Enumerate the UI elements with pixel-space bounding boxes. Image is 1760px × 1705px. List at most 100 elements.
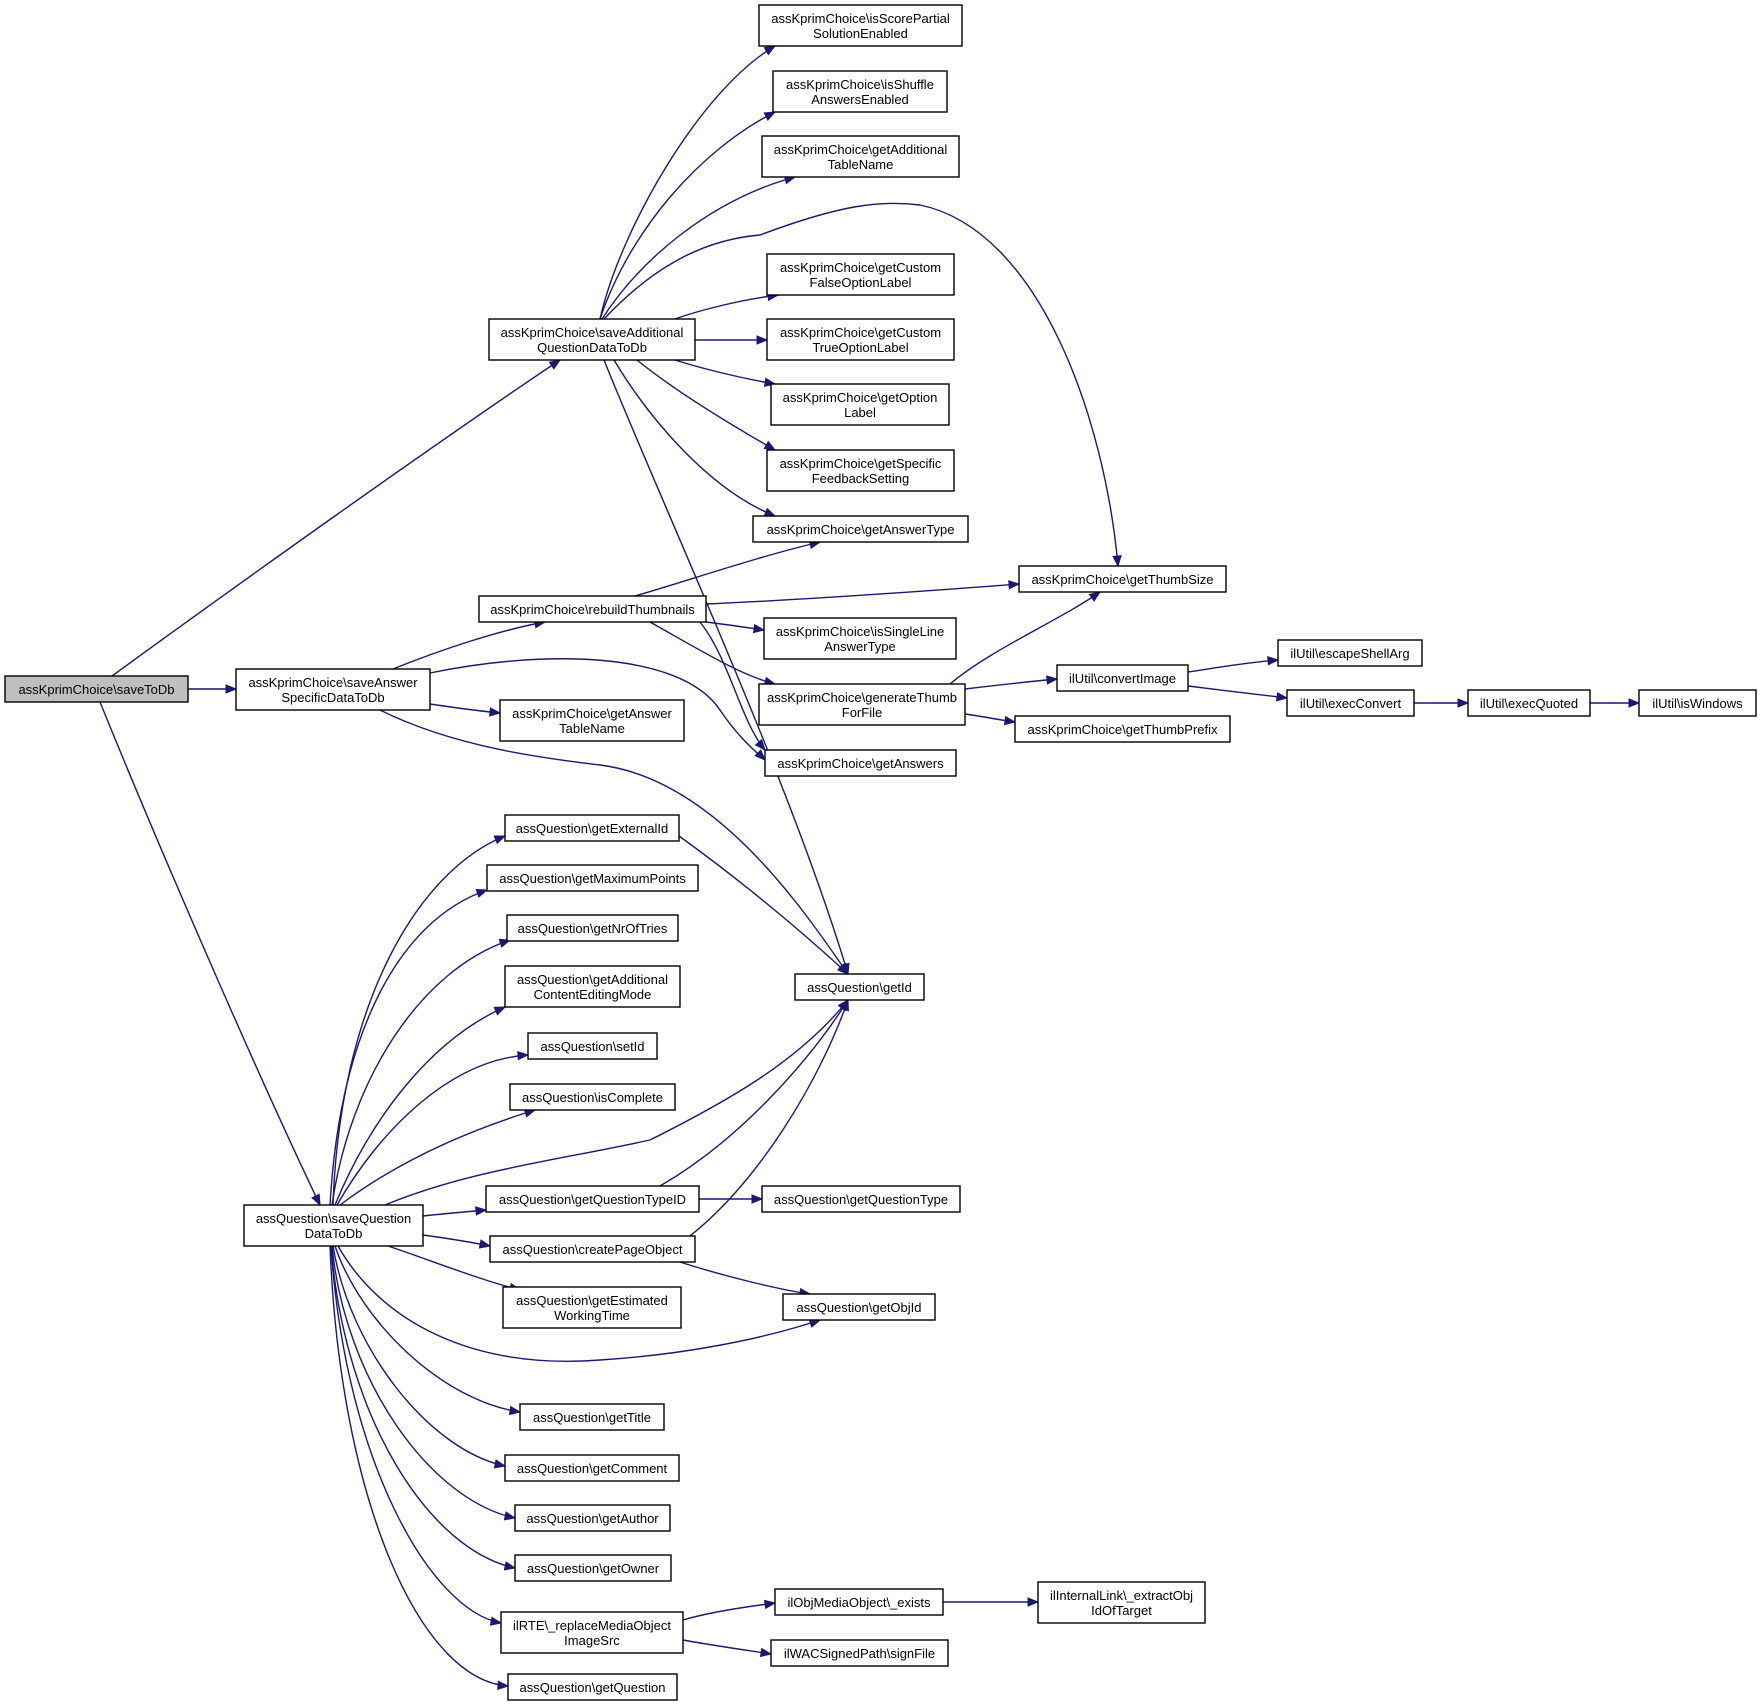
edge-line [337, 1245, 821, 1362]
node-escapeShellArg[interactable]: ilUtil\escapeShellArg [1277, 639, 1423, 667]
node-box [514, 1504, 671, 1532]
node-box [1286, 689, 1415, 717]
edge-saveQuestion-to-replaceMedia [330, 1245, 503, 1626]
node-box [478, 595, 707, 623]
node-isScorePartial[interactable]: assKprimChoice\isScorePartialSolutionEna… [758, 4, 963, 47]
node-getNrOfTries[interactable]: assQuestion\getNrOfTries [506, 914, 679, 942]
node-label: TableName [828, 157, 894, 172]
node-box [527, 1032, 658, 1060]
arrowhead [1003, 715, 1017, 726]
node-box [1467, 689, 1591, 717]
edge-saveAnswer-to-getAnswers [429, 658, 766, 761]
edge-saveAdditional-to-getThumbSize [603, 202, 1122, 568]
edge-line [949, 591, 1101, 685]
edge-root-to-saveAdditional [111, 359, 562, 677]
node-saveAdditional[interactable]: assKprimChoice\saveAdditionalQuestionDat… [488, 318, 696, 361]
node-getObjId[interactable]: assQuestion\getObjId [782, 1293, 936, 1321]
node-signFile[interactable]: ilWACSignedPath\signFile [770, 1639, 949, 1667]
node-rebuildThumbnails[interactable]: assKprimChoice\rebuildThumbnails [478, 595, 707, 623]
arrowhead [497, 1680, 510, 1691]
node-isWindows[interactable]: ilUtil\isWindows [1638, 689, 1757, 717]
node-execConvert[interactable]: ilUtil\execConvert [1286, 689, 1415, 717]
node-box [243, 1204, 424, 1247]
node-root[interactable]: assKprimChoice\saveToDb [4, 675, 189, 703]
node-getSpecificFeedback[interactable]: assKprimChoice\getSpecificFeedbackSettin… [766, 449, 955, 492]
node-createPageObject[interactable]: assQuestion\createPageObject [489, 1235, 696, 1263]
node-getOwner[interactable]: assQuestion\getOwner [514, 1554, 672, 1582]
node-label: assKprimChoice\getOption [783, 390, 938, 405]
node-getExternalId[interactable]: assQuestion\getExternalId [504, 814, 680, 842]
edge-line [331, 1245, 516, 1519]
node-setId[interactable]: assQuestion\setId [527, 1032, 658, 1060]
node-getThumbPrefix[interactable]: assKprimChoice\getThumbPrefix [1014, 715, 1231, 743]
node-convertImage[interactable]: ilUtil\convertImage [1056, 664, 1189, 692]
node-label: assKprimChoice\getSpecific [780, 456, 942, 471]
edge-line [429, 658, 766, 761]
node-label: SpecificDataToDb [281, 690, 384, 705]
node-box [488, 318, 696, 361]
arrowhead [1046, 675, 1059, 685]
arrowhead [503, 1561, 517, 1571]
node-label: assKprimChoice\getAnswer [512, 706, 672, 721]
node-execQuoted[interactable]: ilUtil\execQuoted [1467, 689, 1591, 717]
node-label: assKprimChoice\getCustom [780, 260, 941, 275]
node-label: IdOfTarget [1091, 1603, 1152, 1618]
node-label: AnswerType [824, 639, 896, 654]
arrowhead [1267, 656, 1280, 666]
node-label: assQuestion\createPageObject [503, 1242, 683, 1257]
node-label: QuestionDataToDb [537, 340, 647, 355]
node-getThumbSize[interactable]: assKprimChoice\getThumbSize [1018, 565, 1227, 593]
edge-saveQuestion-to-getTitle [334, 1245, 522, 1416]
edge-line [111, 359, 561, 677]
node-label: assKprimChoice\isScorePartial [771, 11, 950, 26]
edge-line [649, 621, 776, 685]
edge-saveQuestion-to-getAuthor [331, 1245, 517, 1521]
edge-getQuestionTypeID-to-getId [659, 998, 849, 1187]
node-getAnswers[interactable]: assKprimChoice\getAnswers [764, 749, 957, 777]
node-label: assKprimChoice\saveAdditional [501, 325, 684, 340]
edge-saveAdditional-to-getAnswerType [613, 359, 777, 517]
node-box [509, 1083, 676, 1111]
edge-saveQuestion-to-getQuestionTypeID [422, 1206, 488, 1217]
edge-line [330, 1245, 502, 1624]
node-label: ilUtil\isWindows [1652, 696, 1743, 711]
node-isComplete[interactable]: assQuestion\isComplete [509, 1083, 676, 1111]
node-mediaExists[interactable]: ilObjMediaObject\_exists [774, 1588, 944, 1616]
edge-line [334, 1006, 506, 1206]
node-getMaximumPoints[interactable]: assQuestion\getMaximumPoints [486, 864, 699, 892]
node-saveAnswer[interactable]: assKprimChoice\saveAnswerSpecificDataToD… [235, 668, 431, 711]
node-getQuestion[interactable]: assQuestion\getQuestion [507, 1673, 678, 1701]
edge-line [603, 359, 849, 975]
edge-line [699, 621, 766, 751]
edge-line [705, 583, 1020, 605]
edge-saveQuestion-to-setId [336, 1050, 530, 1206]
node-getId[interactable]: assQuestion\getId [794, 973, 925, 1001]
node-getTitle[interactable]: assQuestion\getTitle [519, 1403, 665, 1431]
edge-line [682, 1639, 772, 1655]
node-label: assKprimChoice\getAnswerType [767, 522, 955, 537]
node-box [794, 973, 925, 1001]
node-label: Label [844, 405, 876, 420]
node-getComment[interactable]: assQuestion\getComment [504, 1454, 680, 1482]
node-getAnswerType[interactable]: assKprimChoice\getAnswerType [752, 515, 969, 543]
edge-line [339, 1109, 536, 1206]
node-getAuthor[interactable]: assQuestion\getAuthor [514, 1504, 671, 1532]
edge-generateThumb-to-getThumbPrefix [964, 713, 1017, 726]
node-label: assKprimChoice\saveToDb [18, 682, 174, 697]
node-label: assQuestion\getMaximumPoints [499, 871, 686, 886]
node-getQuestionTypeID[interactable]: assQuestion\getQuestionTypeID [485, 1185, 700, 1213]
node-getAdditionalContent[interactable]: assQuestion\getAdditionalContentEditingM… [504, 965, 681, 1008]
node-getQuestionType[interactable]: assQuestion\getQuestionType [761, 1185, 961, 1213]
